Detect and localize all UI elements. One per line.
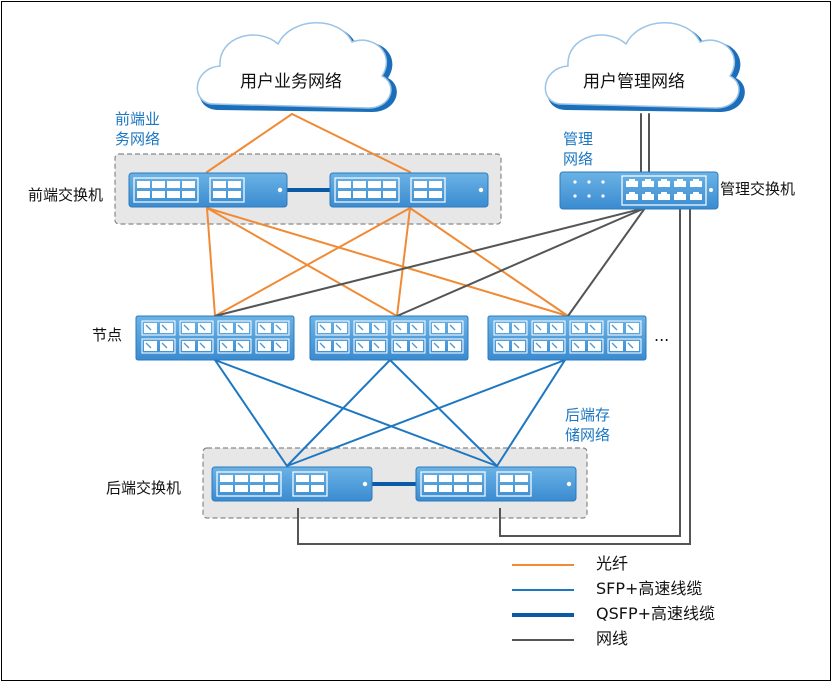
backend-network-label-line2: 储网络 [565,426,611,444]
backend-network-label-line1: 后端存 [565,406,611,424]
sfp-node-1-to-back-1 [214,359,288,467]
legend-label-qsfp: QSFP+高速线缆 [596,604,716,623]
node-1 [135,315,295,361]
ethernet-mgmt-to-back-switch-2 [499,208,681,537]
ethernet-mgmt-to-node-3 [567,207,646,317]
ethernet-mgmt-to-back-switch-1 [297,208,691,545]
cloud-business [196,22,397,112]
management-network-label-line1: 管理 [563,130,594,148]
fiber-cloud-to-front-switch-1 [206,113,293,173]
ethernet-mgmt-to-node-2 [396,207,646,317]
sfp-node-1-to-back-2 [214,359,498,467]
legend-item-ethernet: 网线 [512,630,752,650]
devices [128,171,719,502]
legend-lines [512,564,574,641]
frontend-network-label-line2: 务网络 [115,130,161,148]
frontend-switch-label: 前端交换机 [28,186,104,204]
fiber-front-1-to-node-2 [206,207,398,317]
back-switch-1 [211,466,373,502]
front-switch-1 [128,172,288,208]
fiber-front-2-to-node-2 [396,207,411,317]
sfp-node-3-to-back-2 [496,359,566,467]
fiber-front-1-to-node-3 [206,207,569,317]
fiber-front-2-to-node-3 [409,207,569,317]
fiber-front-2-to-node-1 [214,207,411,317]
legend-item-sfp: SFP+高速线缆 [512,580,752,600]
fiber-front-1-to-node-1 [206,207,216,317]
frontend-network-label-line1: 前端业 [115,110,161,128]
legend-label-fiber: 光纤 [596,554,629,573]
cloud-management [544,22,745,112]
legend-label-ethernet: 网线 [596,629,629,648]
cloud-business-label: 用户业务网络 [240,72,342,92]
nodes-label: 节点 [92,326,123,344]
cloud-management-label: 用户管理网络 [583,72,685,92]
legend-item-fiber: 光纤 [512,555,752,575]
ethernet-mgmt-to-node-1 [214,207,646,317]
management-switch [559,171,719,210]
links [206,113,691,545]
legend-label-sfp: SFP+高速线缆 [596,579,703,598]
legend-item-qsfp: QSFP+高速线缆 [512,605,752,625]
management-switch-label: 管理交换机 [720,180,796,198]
management-network-label-line2: 网络 [563,150,594,168]
fiber-cloud-to-front-switch-2 [291,113,411,173]
sfp-node-2-to-back-1 [286,359,391,467]
node-3 [487,315,647,361]
back-switch-2 [415,466,577,502]
sfp-node-2-to-back-2 [389,359,498,467]
node-2 [309,315,469,361]
front-switch-2 [329,172,489,208]
more-nodes-ellipsis: ... [654,326,670,345]
backend-switch-label: 后端交换机 [106,479,182,497]
sfp-node-3-to-back-1 [286,359,566,467]
